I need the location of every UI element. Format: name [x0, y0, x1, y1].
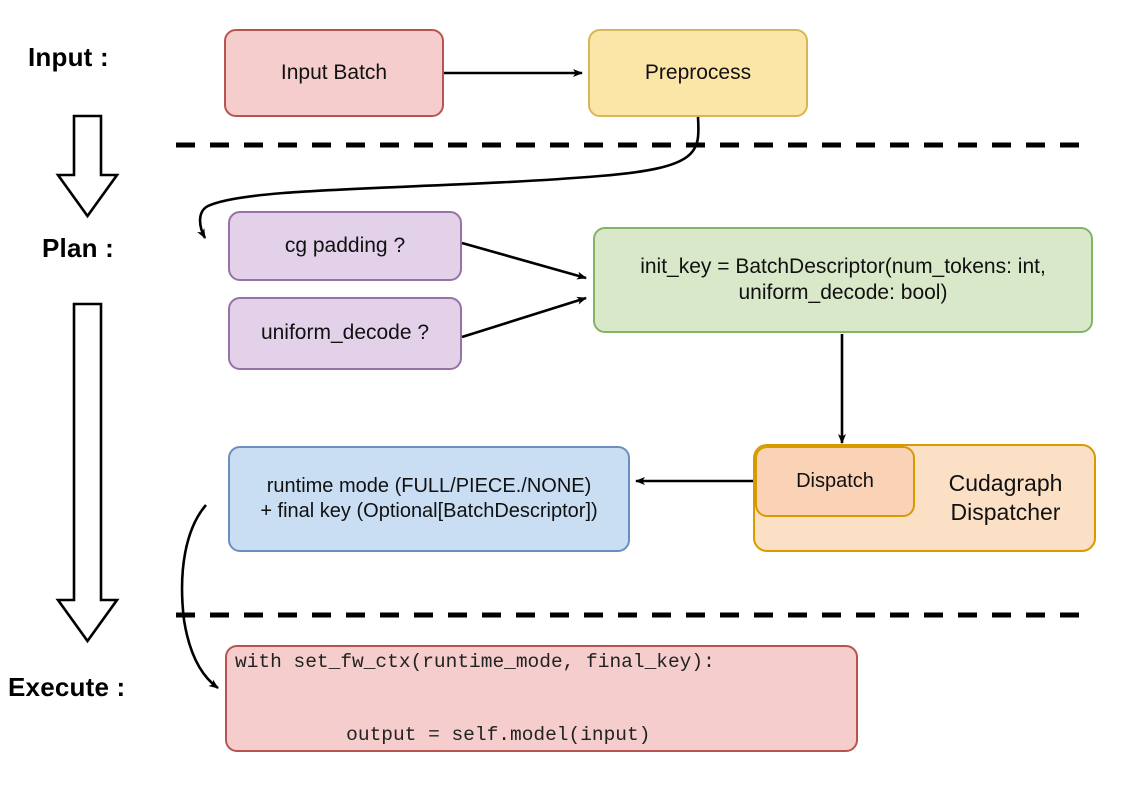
edge-runtime-mode-to-code-block — [180, 504, 219, 690]
edge-cg-padding-to-init-key — [461, 241, 587, 280]
node-cudagraph-dispatcher-line1: Cudagraph — [948, 470, 1063, 497]
node-cg-padding-label: cg padding ? — [284, 233, 406, 257]
node-input-batch-label: Input Batch — [280, 60, 388, 84]
node-code-block-line2: output = self.model(input) — [299, 723, 651, 746]
node-preprocess[interactable]: Preprocess — [588, 29, 808, 117]
stage-label-plan: Plan : — [42, 233, 114, 263]
node-code-block-line1: with set_fw_ctx(runtime_mode, final_key)… — [235, 650, 715, 673]
node-cudagraph-dispatcher-label-wrap: Cudagraph Dispatcher — [915, 444, 1096, 552]
node-cudagraph-dispatcher-line2: Dispatcher — [950, 499, 1061, 525]
plan-to-execute-arrow — [55, 302, 120, 644]
node-runtime-mode[interactable]: runtime mode (FULL/PIECE./NONE) + final … — [228, 446, 630, 552]
node-dispatch-label: Dispatch — [796, 470, 874, 492]
node-preprocess-label: Preprocess — [644, 60, 752, 84]
node-code-block[interactable]: with set_fw_ctx(runtime_mode, final_key)… — [225, 645, 858, 752]
node-uniform-decode[interactable]: uniform_decode ? — [228, 297, 462, 370]
stage-label-input: Input : — [28, 42, 109, 72]
node-init-key[interactable]: init_key = BatchDescriptor(num_tokens: i… — [593, 227, 1093, 333]
diagram-canvas: Input : Plan : Execute : Input Batch Pre… — [8, 29, 1096, 752]
node-dispatch[interactable]: Dispatch — [755, 446, 915, 517]
edge-uniform-decode-to-init-key — [461, 296, 587, 339]
node-runtime-mode-line1: runtime mode (FULL/PIECE./NONE) — [266, 475, 592, 497]
node-runtime-mode-line2: + final key (Optional[BatchDescriptor]) — [260, 500, 598, 522]
node-input-batch[interactable]: Input Batch — [224, 29, 444, 117]
stage-label-execute: Execute : — [8, 672, 126, 702]
node-init-key-line1: init_key = BatchDescriptor(num_tokens: i… — [640, 254, 1046, 278]
node-cg-padding[interactable]: cg padding ? — [228, 211, 462, 281]
node-init-key-line2: uniform_decode: bool) — [738, 281, 948, 304]
node-uniform-decode-label: uniform_decode ? — [260, 321, 430, 345]
input-to-plan-arrow — [55, 114, 120, 219]
